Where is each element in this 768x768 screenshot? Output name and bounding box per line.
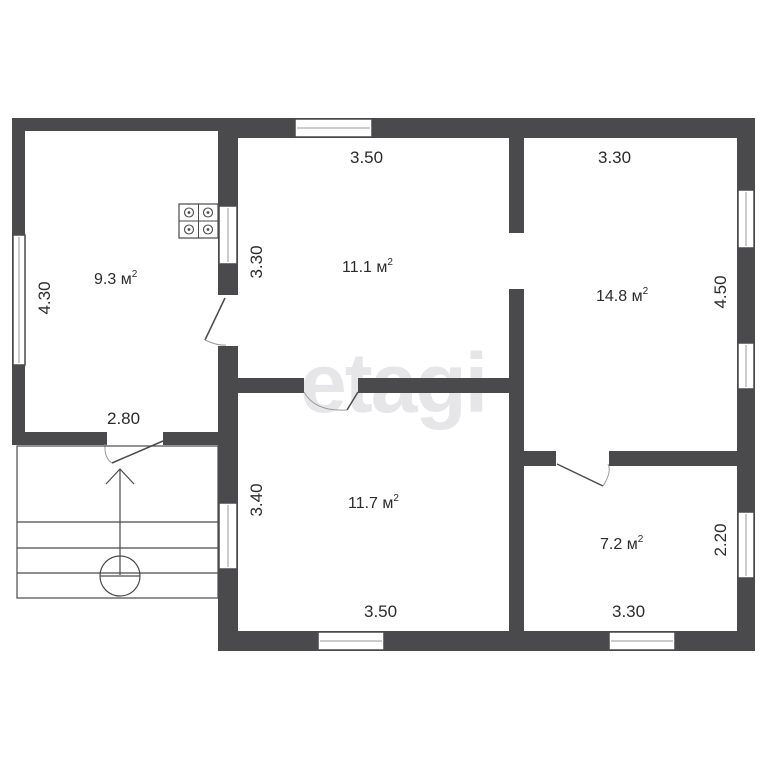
kitchen-height-label: 4.30 (35, 281, 54, 314)
window-top (294, 118, 373, 138)
bottom-middle-width-label: 3.50 (364, 602, 397, 621)
window-right-middle (737, 342, 755, 390)
door-entrance (104, 440, 164, 464)
walls (12, 118, 755, 651)
door-middle-rooms (303, 391, 359, 411)
bottom-right-height-label: 2.20 (711, 523, 730, 556)
door-kitchen-middle (204, 297, 227, 346)
window-bottom-middle (317, 631, 385, 651)
kitchen-width-label: 2.80 (107, 409, 140, 428)
top-middle-height-label: 3.30 (247, 245, 266, 278)
windows (12, 118, 755, 651)
top-right-width-label: 3.30 (598, 148, 631, 167)
window-right-lower (737, 511, 755, 579)
window-bottom-middle-left (218, 502, 238, 570)
room-top-right-area-label: 14.8 м2 (596, 286, 649, 305)
porch-stairs (16, 445, 219, 599)
top-right-height-label: 4.50 (711, 275, 730, 308)
window-kitchen-right (218, 205, 238, 265)
kitchen-area-label: 9.3 м2 (94, 269, 138, 288)
doors (104, 297, 610, 487)
window-right-upper (737, 189, 755, 249)
room-top-middle-area-label: 11.1 м2 (342, 257, 393, 276)
stove-icon (178, 203, 219, 239)
bottom-right-width-label: 3.30 (612, 602, 645, 621)
top-middle-width-label: 3.50 (350, 148, 383, 167)
door-right-rooms (556, 463, 610, 487)
window-kitchen-left (12, 234, 26, 366)
room-bottom-middle-area-label: 11.7 м2 (348, 493, 399, 512)
bottom-middle-height-label: 3.40 (247, 483, 266, 516)
window-bottom-right (608, 631, 676, 651)
room-bottom-right-area-label: 7.2 м2 (600, 534, 644, 553)
